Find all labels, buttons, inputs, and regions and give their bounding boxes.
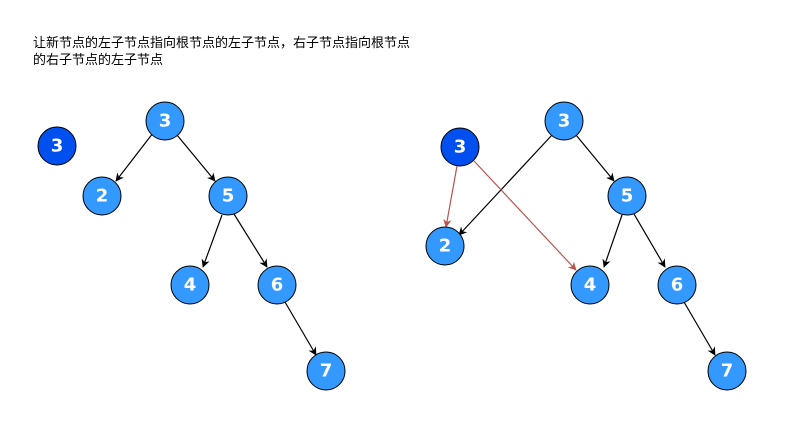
caption-line-1: 让新节点的左子节点指向根节点的左子节点，右子节点指向根节点	[33, 36, 411, 51]
node-label: 4	[184, 275, 197, 296]
after-node-4: 4	[570, 265, 610, 305]
before-node-root: 3	[145, 101, 185, 141]
before-tree: 3 3 2 5 4 6 7	[37, 101, 346, 391]
node-label: 3	[51, 136, 64, 157]
node-label: 7	[721, 361, 734, 382]
node-circle	[82, 176, 122, 216]
caption-line-2: 的右子节点的左子节点	[33, 53, 164, 68]
edge-before-n5-n6	[233, 213, 268, 268]
after-node-6: 6	[657, 265, 697, 305]
node-circle	[425, 226, 465, 266]
before-node-2: 2	[82, 176, 122, 216]
before-node-4: 4	[170, 265, 210, 305]
node-circle	[544, 101, 584, 141]
node-circle	[145, 101, 185, 141]
node-label: 7	[320, 361, 333, 382]
edge-after-n5-n6	[633, 213, 666, 268]
edge-after-n5-n4	[602, 214, 623, 268]
edge-after-n6-n7	[683, 301, 716, 356]
node-label: 2	[439, 236, 452, 257]
after-node-2: 2	[425, 226, 465, 266]
node-circle	[257, 265, 297, 305]
node-circle	[607, 176, 647, 216]
node-circle	[208, 176, 248, 216]
node-circle	[707, 351, 747, 391]
edge-after-root-n2	[458, 134, 553, 236]
edge-after-new-left	[443, 165, 458, 228]
after-tree: 3 3 2 5 4 6 7	[425, 101, 747, 391]
node-label: 6	[271, 275, 284, 296]
after-node-7: 7	[707, 351, 747, 391]
before-node-5: 5	[208, 176, 248, 216]
node-label: 5	[621, 186, 634, 207]
before-node-6: 6	[257, 265, 297, 305]
before-node-7: 7	[306, 351, 346, 391]
node-circle	[170, 265, 210, 305]
edge-after-new-right	[473, 160, 577, 271]
edge-before-n6-n7	[284, 301, 317, 356]
edge-before-n5-n4	[201, 214, 223, 268]
node-circle	[440, 127, 480, 167]
node-circle	[37, 126, 77, 166]
node-label: 3	[558, 111, 571, 132]
node-label: 3	[159, 111, 172, 132]
edge-before-root-n2	[115, 132, 154, 182]
node-circle	[570, 265, 610, 305]
node-label: 6	[671, 275, 684, 296]
before-new-node: 3	[37, 126, 77, 166]
edge-before-root-n5	[176, 134, 216, 182]
node-circle	[657, 265, 697, 305]
after-node-root: 3	[544, 101, 584, 141]
edge-after-root-n5	[575, 134, 615, 182]
node-label: 5	[222, 186, 235, 207]
node-label: 3	[454, 137, 467, 158]
node-circle	[306, 351, 346, 391]
after-new-node: 3	[440, 127, 480, 167]
after-node-5: 5	[607, 176, 647, 216]
node-label: 2	[96, 186, 109, 207]
node-label: 4	[584, 275, 597, 296]
diagram-caption: 让新节点的左子节点指向根节点的左子节点，右子节点指向根节点 的右子节点的左子节点	[33, 35, 493, 69]
